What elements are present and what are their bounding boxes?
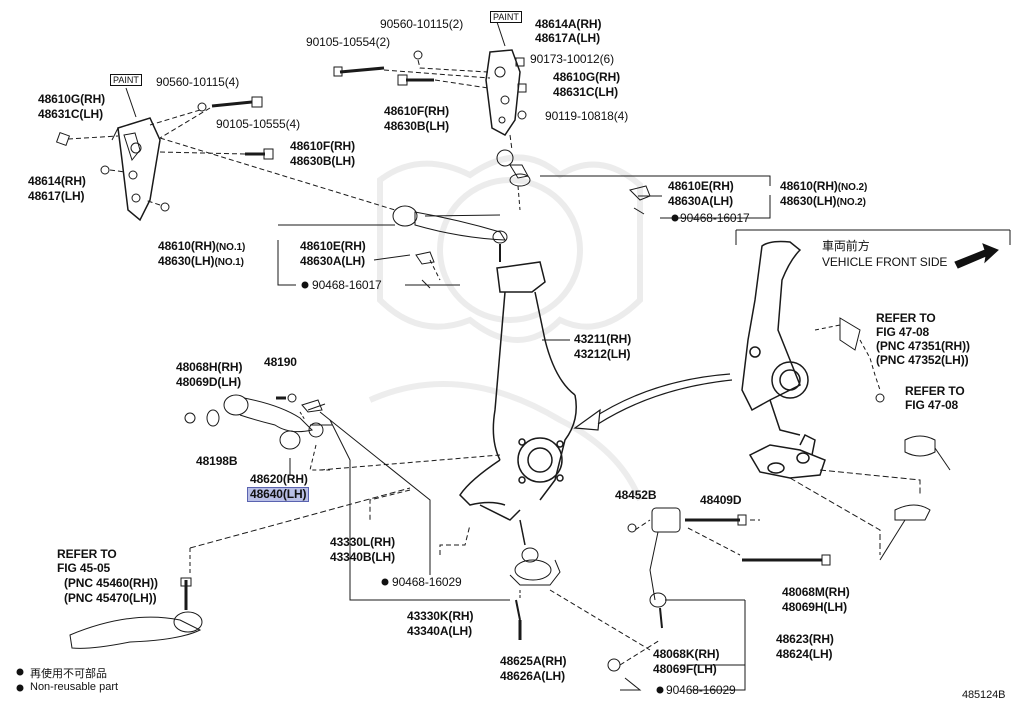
refer-label: REFER TO: [905, 384, 965, 398]
part-label: 48630(LH)(NO.1): [158, 254, 244, 269]
part-label: 48630A(LH): [668, 194, 734, 208]
nonreusable-dot-icon: [16, 684, 24, 692]
clip-48610e-left: [415, 251, 435, 289]
part-label: 48617A(LH): [535, 31, 601, 45]
lower-ball-joint: [509, 547, 561, 640]
leaders-left: [67, 107, 396, 211]
front-label-jp: 車両前方: [822, 239, 870, 253]
part-label: 48630B(LH): [290, 154, 356, 168]
part-label: 90560-10115(4): [156, 75, 240, 89]
part-label-highlighted[interactable]: 48640(LH): [246, 487, 310, 502]
steering-knuckle: [459, 261, 577, 546]
bracket-left: [111, 117, 161, 222]
part-label: 48630B(LH): [384, 119, 450, 133]
nonreusable-dot-icon: [381, 578, 389, 586]
part-label: 43211(RH): [574, 332, 632, 346]
part-label: 48631C(LH): [38, 107, 104, 121]
part-label: 90105-10555(4): [216, 117, 301, 131]
part-label: 48625A(RH): [500, 654, 567, 668]
refer-label: (PNC 47352(LH)): [876, 353, 969, 367]
tie-rod-end: [69, 577, 203, 649]
part-label: 43330L(RH): [330, 535, 396, 549]
leaders-right: [383, 59, 513, 151]
part-label: 48623(RH): [776, 632, 834, 646]
upper-ball-joint: [496, 149, 771, 219]
clip-48610e-right: [629, 185, 662, 215]
part-label: 90173-10012(6): [530, 52, 615, 66]
refer-label: (PNC 47351(RH)): [876, 339, 970, 353]
part-label: 48631C(LH): [553, 85, 619, 99]
part-label: 48069F(LH): [653, 662, 717, 676]
part-label: 90468-16017: [680, 211, 750, 225]
part-label: 90468-16029: [666, 683, 736, 697]
part-label: 48614A(RH): [535, 17, 602, 31]
part-label: 90468-16017: [312, 278, 382, 292]
part-label: 48068M(RH): [782, 585, 850, 599]
refer-label: (PNC 45470(LH)): [64, 591, 157, 605]
part-label: 90468-16029: [392, 575, 462, 589]
part-label: 48190: [264, 355, 297, 369]
nonreusable-dot-icon: [671, 214, 679, 222]
watermark-logo: [368, 154, 643, 502]
nonreusable-dot-icon: [16, 668, 24, 676]
part-label: 48610E(RH): [668, 179, 734, 193]
part-label: 48068H(RH): [176, 360, 243, 374]
part-label: 48069H(LH): [782, 600, 848, 614]
part-label: 43340B(LH): [330, 550, 396, 564]
part-label: 48630(LH)(NO.2): [780, 194, 866, 209]
refer-label: REFER TO: [57, 547, 117, 561]
part-label: 48452B: [615, 488, 657, 502]
part-label: 48630A(LH): [300, 254, 366, 268]
arrow-right-icon: [954, 243, 999, 269]
legend-jp: 再使用不可部品: [30, 668, 107, 680]
part-label: 48610G(RH): [553, 70, 621, 84]
refer-label: REFER TO: [876, 311, 936, 325]
lower-arm-front: [184, 393, 332, 450]
part-label: 43330K(RH): [407, 609, 474, 623]
part-label: 43212(LH): [574, 347, 631, 361]
refer-label: FIG 47-08: [905, 398, 959, 412]
part-label: 48610(RH)(NO.2): [780, 179, 868, 194]
part-label: 48617(LH): [28, 189, 85, 203]
legend-en: Non-reusable part: [30, 681, 119, 693]
part-label: 48610G(RH): [38, 92, 106, 106]
idler-arm: [607, 507, 831, 691]
part-label: 48610F(RH): [290, 139, 356, 153]
part-label: 48198B: [196, 454, 238, 468]
nonreusable-dot-icon: [656, 686, 664, 694]
part-label: 90560-10115(2): [380, 17, 464, 31]
inset-knuckle: [741, 240, 826, 479]
hardware-left: [55, 96, 274, 212]
front-label-en: VEHICLE FRONT SIDE: [822, 255, 948, 269]
refer-label: FIG 45-05: [57, 561, 111, 575]
part-label: 48614(RH): [28, 174, 86, 188]
part-label: 48620(RH): [250, 472, 308, 486]
paint-tag: PAINT: [110, 74, 142, 86]
part-label: 48624(LH): [776, 647, 833, 661]
part-label: 48068K(RH): [653, 647, 720, 661]
paint-tag: PAINT: [490, 11, 522, 23]
part-label: 48069D(LH): [176, 375, 242, 389]
part-label: 90105-10554(2): [306, 35, 391, 49]
refer-label: FIG 47-08: [876, 325, 930, 339]
refer-label: (PNC 45460(RH)): [64, 576, 158, 590]
inset-frame: [735, 229, 1011, 245]
part-label: 48610F(RH): [384, 104, 450, 118]
part-label: 48626A(LH): [500, 669, 566, 683]
part-label: 48409D: [700, 493, 742, 507]
part-label: 43340A(LH): [407, 624, 473, 638]
part-label: 90119-10818(4): [545, 109, 629, 123]
upper-arm-no1: [392, 205, 508, 262]
nonreusable-dot-icon: [301, 281, 309, 289]
diagram-id: 485124B: [962, 689, 1006, 701]
part-label: 48610(RH)(NO.1): [158, 239, 246, 254]
part-label: 48610E(RH): [300, 239, 366, 253]
